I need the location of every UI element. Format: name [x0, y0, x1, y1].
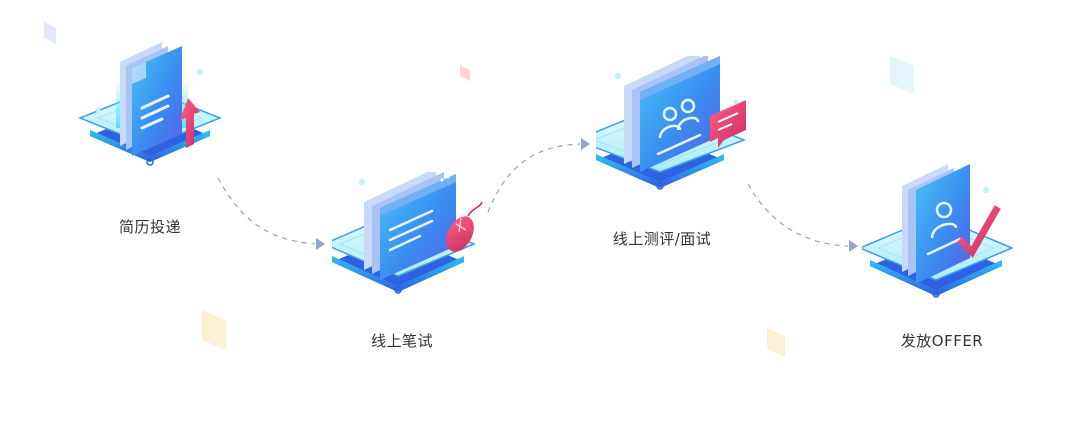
- resume-document-upload-icon: [70, 38, 230, 198]
- connector-2-3: [488, 144, 580, 212]
- connector-3-4: [748, 184, 848, 246]
- step-label: 线上笔试: [302, 330, 502, 351]
- arrow-head-2: [581, 138, 590, 150]
- online-test-browser-mouse-icon: [332, 172, 492, 312]
- step-online-test: 线上笔试: [332, 172, 492, 332]
- arrow-head-1: [316, 238, 325, 250]
- step-online-assessment-interview: 线上测评/面试: [596, 56, 756, 216]
- step-label: 简历投递: [50, 216, 250, 237]
- offer-profile-check-icon: [862, 158, 1022, 308]
- arrow-head-3: [849, 240, 858, 252]
- step-label: 发放OFFER: [842, 330, 1042, 351]
- video-interview-chat-icon: [596, 56, 756, 196]
- step-issue-offer: 发放OFFER: [862, 158, 1022, 318]
- step-label: 线上测评/面试: [562, 228, 762, 249]
- step-resume-submit: 简历投递: [70, 38, 230, 198]
